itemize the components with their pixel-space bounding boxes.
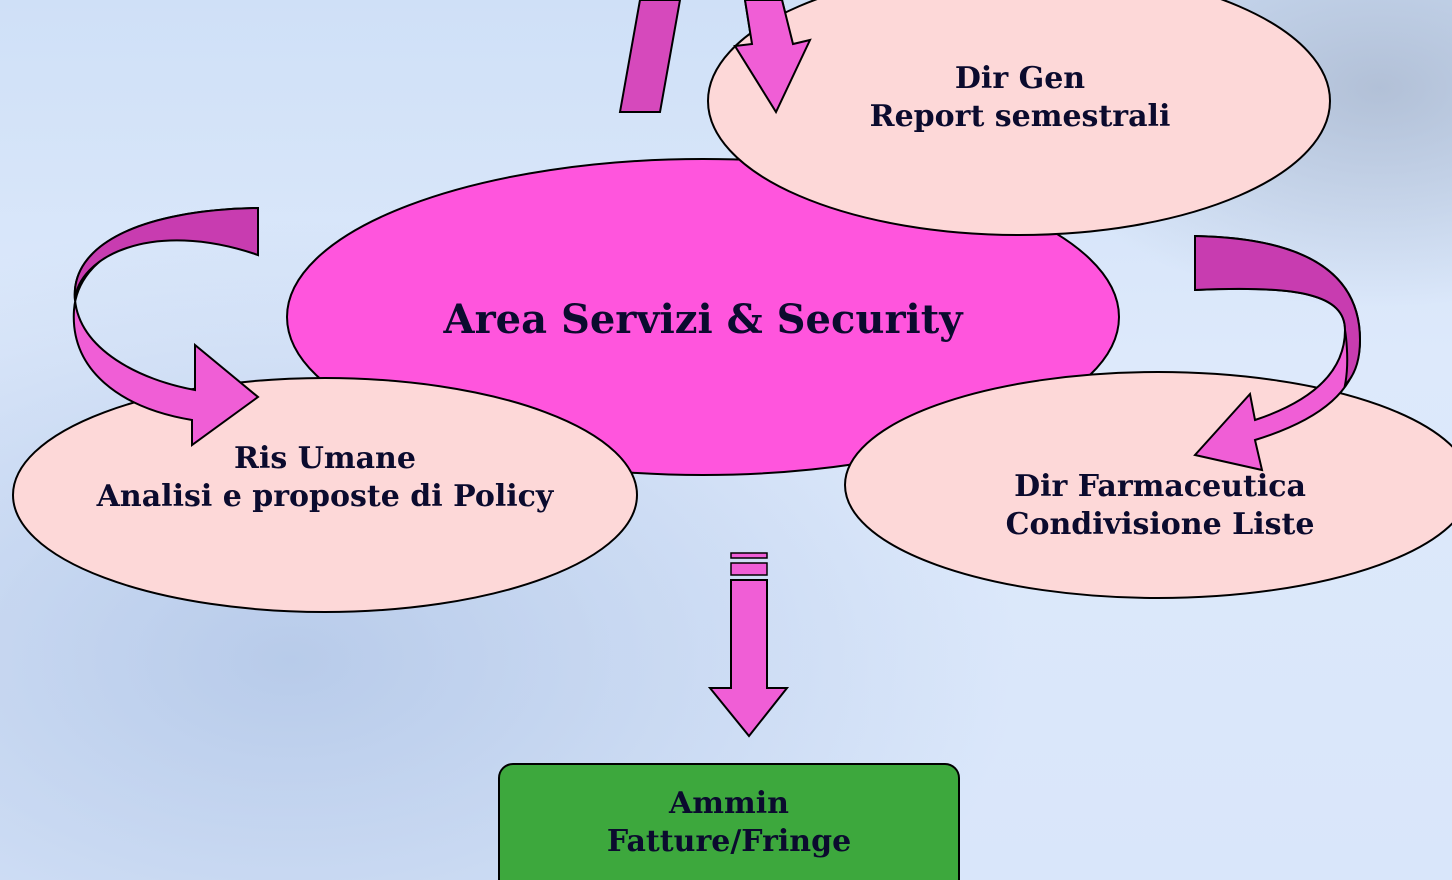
ris-umane-ellipse xyxy=(12,377,638,613)
dir-farmaceutica-ellipse xyxy=(844,371,1452,599)
dir-gen-label: Dir Gen Report semestrali xyxy=(820,60,1220,135)
down-arrow-stripe-2 xyxy=(730,562,768,576)
ammin-line2: Fatture/Fringe xyxy=(606,823,852,859)
ammin-label: Ammin Fatture/Fringe xyxy=(499,785,959,860)
arrow-into-dirgen-head xyxy=(733,0,812,115)
center-label: Area Servizi & Security xyxy=(303,295,1103,345)
dir-farmaceutica-line1: Dir Farmaceutica xyxy=(1014,469,1306,504)
dir-gen-line2: Report semestrali xyxy=(869,98,1171,134)
dir-farmaceutica-label: Dir Farmaceutica Condivisione Liste xyxy=(950,468,1370,543)
dir-farmaceutica-line2: Condivisione Liste xyxy=(1005,506,1315,542)
center-label-text: Area Servizi & Security xyxy=(443,296,963,343)
dir-gen-line1: Dir Gen xyxy=(954,61,1086,96)
ammin-line1: Ammin xyxy=(669,786,789,821)
ris-umane-line2: Analisi e proposte di Policy xyxy=(96,478,554,514)
ammin-box xyxy=(498,763,960,880)
dir-gen-ellipse xyxy=(707,0,1331,236)
ris-umane-line1: Ris Umane xyxy=(234,441,416,476)
down-arrow-stripe-1 xyxy=(730,552,768,559)
down-arrow xyxy=(707,579,790,738)
arrow-to-farmaceutica-shade xyxy=(1194,234,1362,389)
arrow-up-shaft xyxy=(618,0,682,113)
ris-umane-label: Ris Umane Analisi e proposte di Policy xyxy=(40,440,610,515)
arrow-to-ris-umane-shade xyxy=(73,206,259,301)
